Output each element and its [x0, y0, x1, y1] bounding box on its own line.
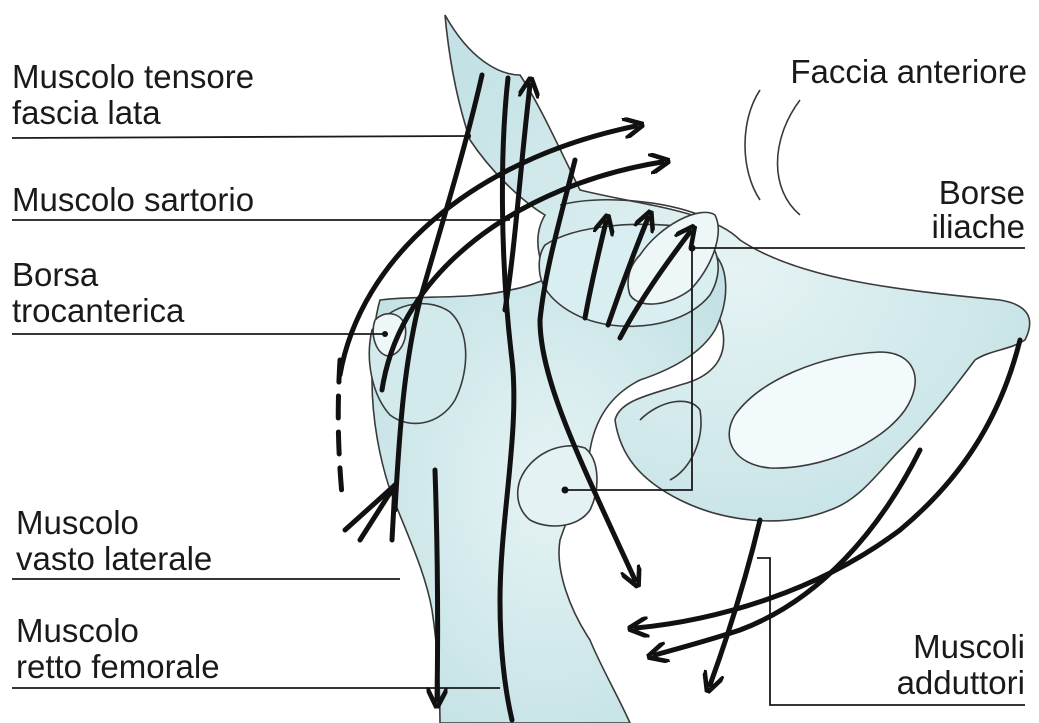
label-tensore-line1: Muscolo tensore [12, 58, 254, 96]
arrow-vasto [435, 470, 438, 700]
arrow-tensore-dashed [338, 360, 342, 495]
label-retto-line2: retto femorale [16, 648, 220, 686]
arrow-tensore-branch3 [392, 485, 395, 540]
label-faccia-anteriore: Faccia anteriore [790, 53, 1027, 91]
label-retto-line1: Muscolo [16, 612, 139, 650]
label-adduttori-line2: adduttori [897, 664, 1025, 702]
label-sartorio: Muscolo sartorio [12, 181, 254, 219]
label-trocanterica-line1: Borsa [12, 256, 98, 294]
label-borse-line1: Borse [939, 174, 1025, 212]
leader-tensore [12, 136, 468, 138]
label-vasto-line1: Muscolo [16, 504, 139, 542]
label-adduttori-line1: Muscoli [913, 628, 1025, 666]
label-trocanterica-line2: trocanterica [12, 292, 184, 330]
label-vasto-line2: vasto laterale [16, 540, 212, 578]
label-borse-line2: iliache [931, 208, 1025, 246]
label-tensore-line2: fascia lata [12, 94, 161, 132]
